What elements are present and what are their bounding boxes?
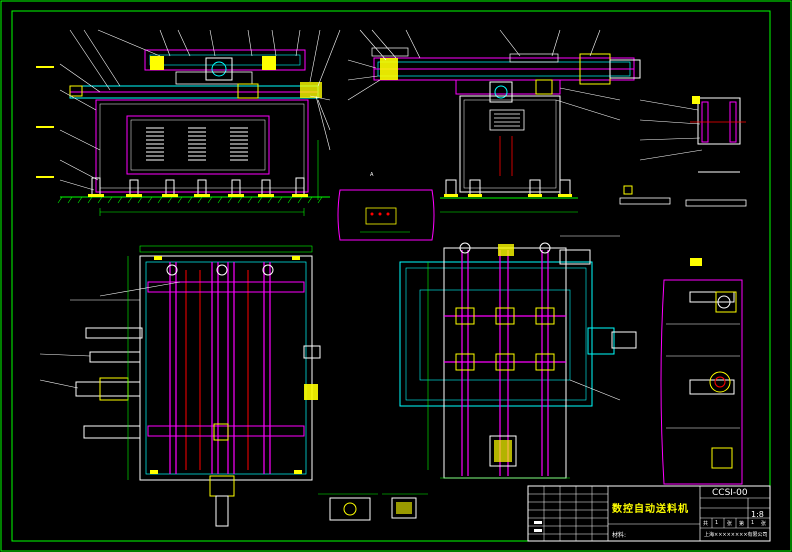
drawing-code: CCSI-00 bbox=[712, 488, 748, 498]
top-plan-view-right bbox=[399, 235, 637, 479]
section-detail-view: A bbox=[337, 172, 435, 241]
sheet-total-label: 共 bbox=[703, 521, 709, 527]
top-plan-view-left bbox=[39, 245, 321, 527]
sheet-total-value: 1 bbox=[715, 520, 719, 526]
sheet-number-unit: 张 bbox=[761, 521, 767, 527]
small-part-details bbox=[318, 493, 428, 521]
section-label-a: A bbox=[370, 172, 374, 178]
drawing-scale: 1:8 bbox=[751, 510, 764, 519]
sheet-total-unit: 张 bbox=[727, 521, 733, 527]
sheet-number-label: 第 bbox=[739, 521, 745, 527]
sheet-number-value: 1 bbox=[751, 520, 755, 526]
side-elevation-view bbox=[347, 29, 641, 213]
drawing-inner-frame bbox=[11, 10, 771, 542]
drawing-title: 数控自动送料机 bbox=[612, 504, 689, 515]
detail-view-top-right bbox=[619, 96, 747, 207]
company-name: 上海××××××××有限公司 bbox=[704, 532, 768, 538]
front-elevation-view bbox=[36, 29, 341, 216]
material-label: 材料: bbox=[612, 532, 627, 539]
title-block bbox=[527, 485, 771, 542]
detail-view-right bbox=[660, 258, 743, 485]
